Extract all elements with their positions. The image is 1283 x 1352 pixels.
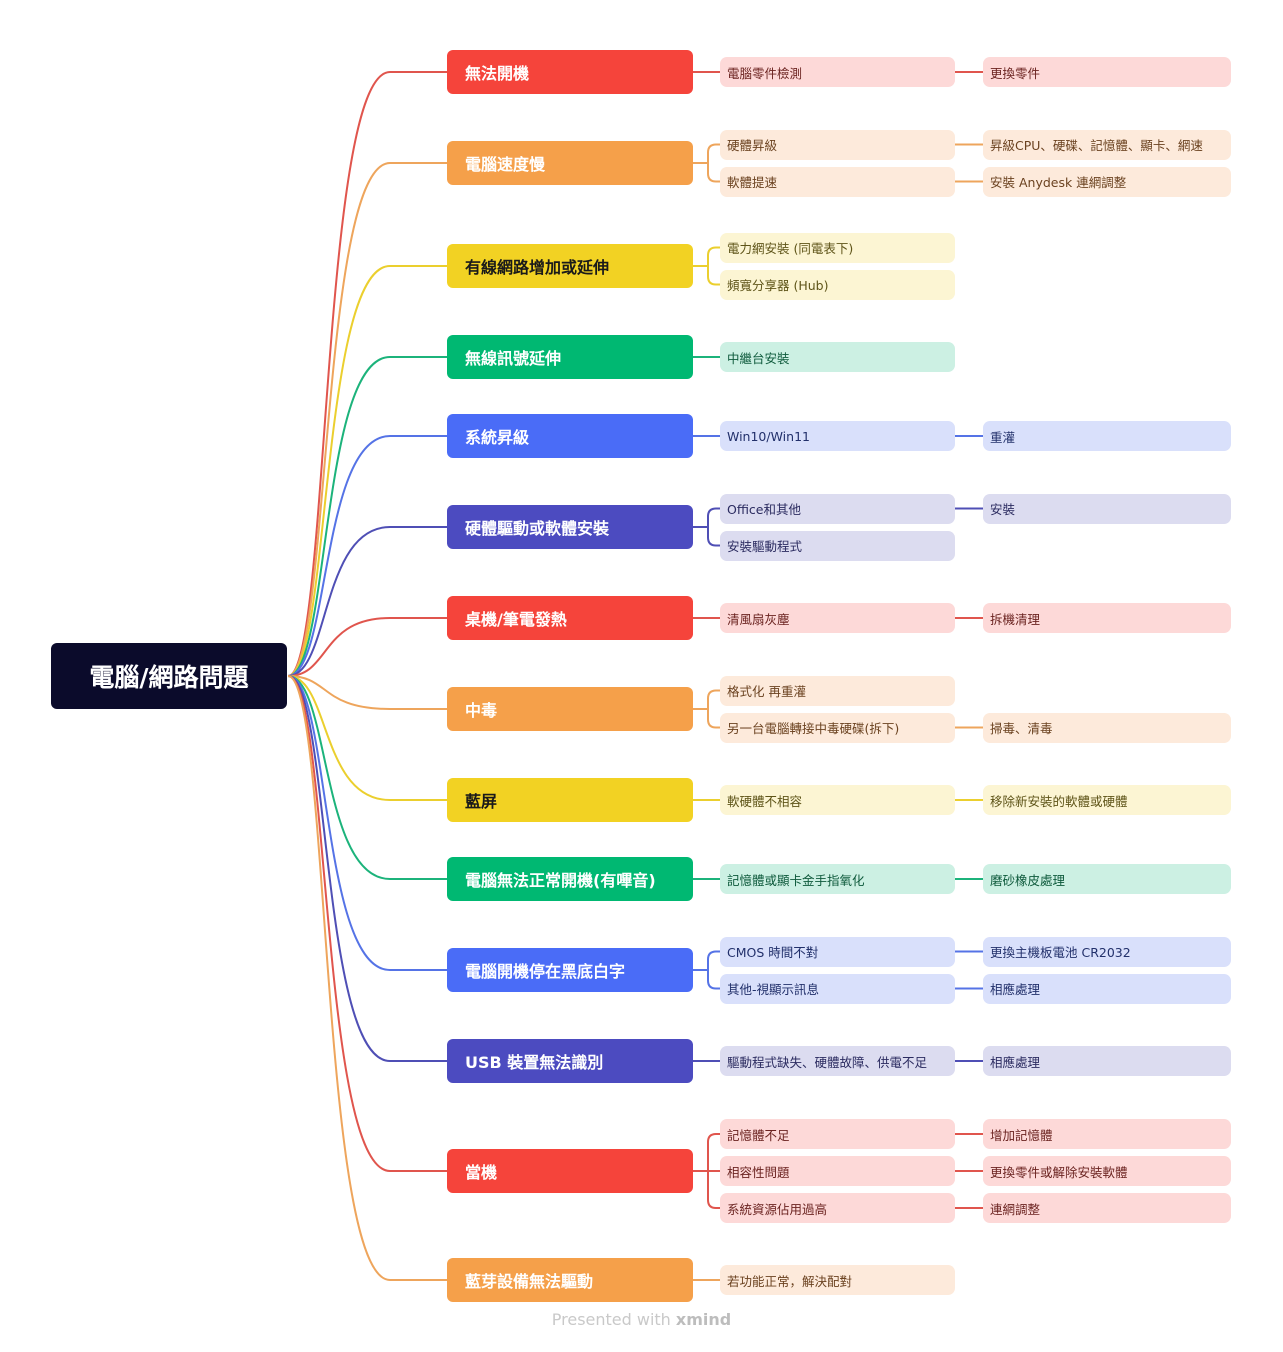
- connector-line: [287, 675, 447, 1062]
- solution-topic[interactable]: 更換主機板電池 CR2032: [983, 936, 1231, 967]
- connector-line: [707, 507, 720, 527]
- subtopic[interactable]: 系統資源佔用過高: [720, 1193, 955, 1223]
- solution-topic[interactable]: 更換零件或解除安裝軟體: [983, 1156, 1231, 1186]
- connector-line: [287, 162, 447, 677]
- main-topic[interactable]: 電腦無法正常開機(有嗶音): [447, 857, 693, 901]
- footer-credit: Presented with xmind: [0, 1310, 1283, 1329]
- solution-topic[interactable]: 重灌: [983, 421, 1231, 451]
- solution-topic[interactable]: 相應處理: [983, 1046, 1231, 1076]
- connector-line: [287, 71, 447, 677]
- connector-line: [707, 689, 720, 709]
- subtopic[interactable]: 頻寬分享器 (Hub): [720, 269, 955, 300]
- subtopic[interactable]: Win10/Win11: [720, 421, 955, 451]
- solution-topic[interactable]: 掃毒、清毒: [983, 712, 1231, 743]
- subtopic[interactable]: 格式化 再重灌: [720, 675, 955, 706]
- connector-line: [287, 675, 447, 801]
- main-topic[interactable]: 系統昇級: [447, 414, 693, 458]
- connector-line: [707, 163, 720, 183]
- connector-line: [707, 527, 720, 547]
- solution-topic[interactable]: 相應處理: [983, 973, 1231, 1004]
- connector-line: [707, 1133, 720, 1171]
- main-topic[interactable]: 電腦開機停在黑底白字: [447, 948, 693, 992]
- connector-line: [707, 970, 720, 990]
- main-topic[interactable]: USB 裝置無法識別: [447, 1039, 693, 1083]
- connector-line: [287, 675, 447, 1281]
- solution-topic[interactable]: 更換零件: [983, 57, 1231, 87]
- subtopic[interactable]: 另一台電腦轉接中毒硬碟(拆下): [720, 712, 955, 743]
- solution-topic[interactable]: 增加記憶體: [983, 1119, 1231, 1149]
- subtopic[interactable]: 電力網安裝 (同電表下): [720, 232, 955, 263]
- subtopic[interactable]: 中繼台安裝: [720, 342, 955, 372]
- solution-topic[interactable]: 昇級CPU、硬碟、記憶體、顯卡、網速: [983, 129, 1231, 160]
- solution-topic[interactable]: 移除新安裝的軟體或硬體: [983, 785, 1231, 815]
- main-topic[interactable]: 電腦速度慢: [447, 141, 693, 185]
- main-topic[interactable]: 無法開機: [447, 50, 693, 94]
- subtopic[interactable]: CMOS 時間不對: [720, 936, 955, 967]
- subtopic[interactable]: 軟硬體不相容: [720, 785, 955, 815]
- solution-topic[interactable]: 連網調整: [983, 1193, 1231, 1223]
- main-topic[interactable]: 有線網路增加或延伸: [447, 244, 693, 288]
- subtopic[interactable]: 若功能正常，解決配對: [720, 1265, 955, 1295]
- subtopic[interactable]: 其他-視顯示訊息: [720, 973, 955, 1004]
- subtopic[interactable]: 軟體提速: [720, 166, 955, 197]
- connector-line: [287, 526, 447, 677]
- main-topic[interactable]: 當機: [447, 1149, 693, 1193]
- root-topic[interactable]: 電腦/網路問題: [51, 643, 287, 709]
- connector-line: [707, 143, 720, 163]
- connector-line: [287, 675, 447, 1172]
- footer-prefix: Presented with: [551, 1310, 671, 1329]
- subtopic[interactable]: 相容性問題: [720, 1156, 955, 1186]
- connector-line: [287, 675, 447, 880]
- connector-line: [707, 1171, 720, 1209]
- connector-line: [287, 435, 447, 677]
- subtopic[interactable]: 驅動程式缺失、硬體故障、供電不足: [720, 1046, 955, 1076]
- main-topic[interactable]: 無線訊號延伸: [447, 335, 693, 379]
- subtopic[interactable]: 清風扇灰塵: [720, 603, 955, 633]
- connector-line: [287, 675, 447, 971]
- subtopic[interactable]: 電腦零件檢測: [720, 57, 955, 87]
- connector-line: [287, 356, 447, 677]
- solution-topic[interactable]: 安裝: [983, 493, 1231, 524]
- main-topic[interactable]: 藍屏: [447, 778, 693, 822]
- solution-topic[interactable]: 安裝 Anydesk 連網調整: [983, 166, 1231, 197]
- subtopic[interactable]: 記憶體不足: [720, 1119, 955, 1149]
- main-topic[interactable]: 硬體驅動或軟體安裝: [447, 505, 693, 549]
- connector-line: [707, 950, 720, 970]
- subtopic[interactable]: Office和其他: [720, 493, 955, 524]
- main-topic[interactable]: 藍芽設備無法驅動: [447, 1258, 693, 1302]
- connector-line: [287, 675, 447, 710]
- subtopic[interactable]: 安裝驅動程式: [720, 530, 955, 561]
- connector-line: [287, 617, 447, 677]
- connector-line: [707, 266, 720, 286]
- subtopic[interactable]: 硬體昇級: [720, 129, 955, 160]
- xmind-logo: xmind: [675, 1310, 732, 1329]
- solution-topic[interactable]: 磨砂橡皮處理: [983, 864, 1231, 894]
- main-topic[interactable]: 桌機/筆電發熱: [447, 596, 693, 640]
- connector-line: [707, 246, 720, 266]
- connector-line: [707, 709, 720, 729]
- subtopic[interactable]: 記憶體或顯卡金手指氧化: [720, 864, 955, 894]
- solution-topic[interactable]: 拆機清理: [983, 603, 1231, 633]
- connector-line: [287, 265, 447, 677]
- main-topic[interactable]: 中毒: [447, 687, 693, 731]
